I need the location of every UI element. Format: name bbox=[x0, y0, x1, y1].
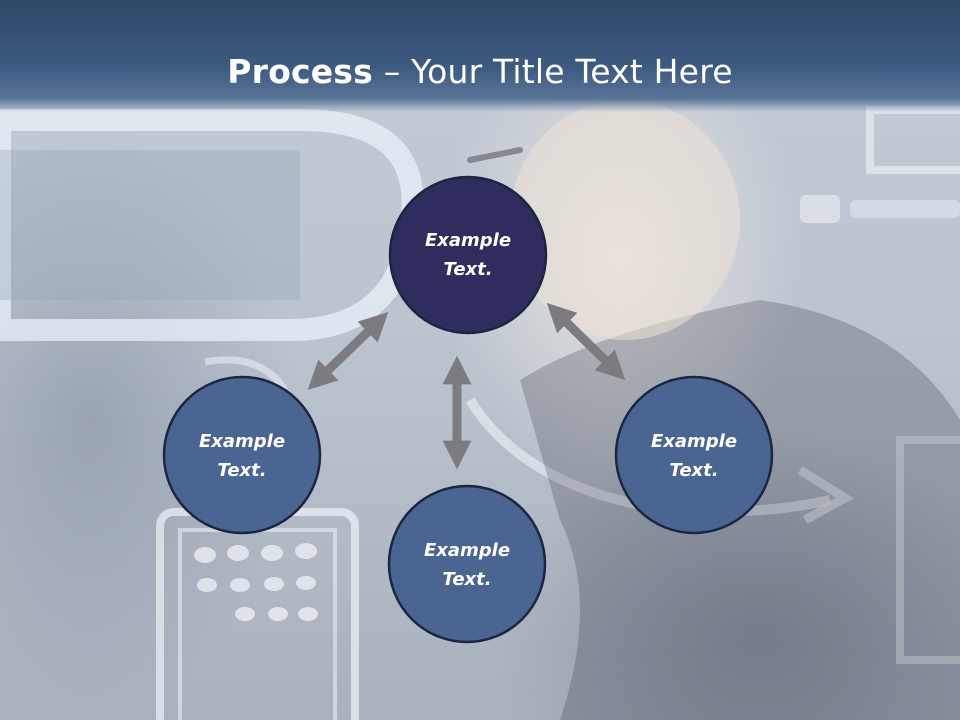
node-top: Example Text. bbox=[388, 175, 548, 335]
title-bar bbox=[0, 0, 960, 112]
node-top-circle bbox=[388, 175, 548, 335]
node-right-circle bbox=[614, 375, 774, 535]
node-right-line2: Text. bbox=[669, 460, 718, 481]
arrow-top-right bbox=[546, 302, 626, 381]
node-bottom-line2: Text. bbox=[442, 569, 491, 590]
node-bottom-circle bbox=[387, 484, 547, 644]
node-bottom: Example Text. bbox=[387, 484, 547, 644]
title-separator: – bbox=[373, 52, 412, 91]
node-top-line1: Example bbox=[425, 230, 511, 251]
node-left-circle bbox=[162, 375, 322, 535]
node-top-line2: Text. bbox=[443, 259, 492, 280]
title-rest: Your Title Text Here bbox=[411, 52, 733, 91]
slide-title: Process – Your Title Text Here bbox=[0, 52, 960, 91]
node-left-line2: Text. bbox=[217, 460, 266, 481]
title-bold: Process bbox=[227, 52, 373, 91]
node-left: Example Text. bbox=[162, 375, 322, 535]
node-left-line1: Example bbox=[199, 431, 285, 452]
node-bottom-line1: Example bbox=[424, 540, 510, 561]
arrow-top-left bbox=[307, 311, 389, 391]
node-right-line1: Example bbox=[651, 431, 737, 452]
node-right: Example Text. bbox=[614, 375, 774, 535]
